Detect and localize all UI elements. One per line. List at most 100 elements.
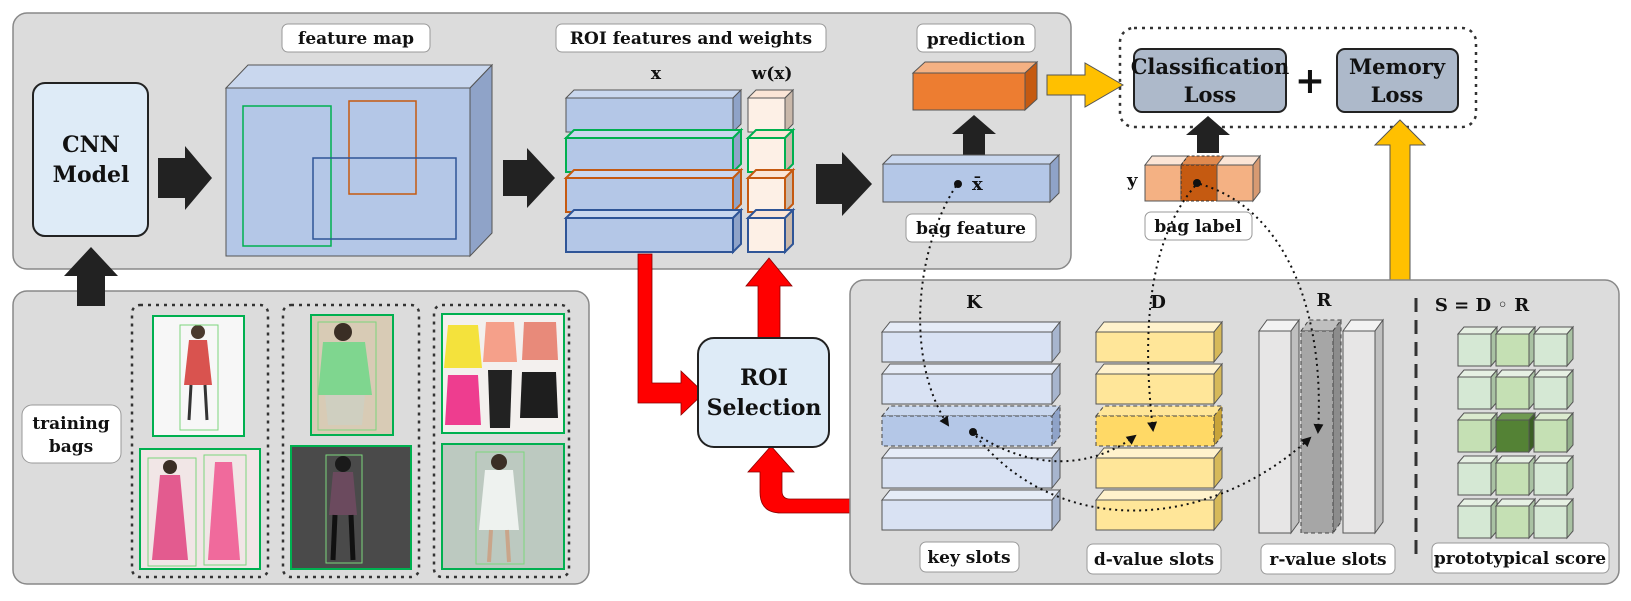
roi-selection-label-1: ROI	[740, 365, 788, 391]
figure-head	[334, 323, 352, 341]
yellow-jacket	[444, 325, 482, 368]
d-value-slots	[1094, 320, 1224, 532]
feature-map-front	[225, 87, 471, 257]
bag-label-block	[1143, 154, 1262, 203]
xbar-label: x̄	[972, 174, 983, 195]
memory-loss-label-2: Loss	[1371, 82, 1423, 107]
proto-cell	[1532, 497, 1575, 540]
pink-jacket	[445, 375, 481, 425]
feature-map-label-box	[281, 23, 431, 53]
roi-selection-box	[697, 337, 830, 448]
bag-feature-label: bag feature	[916, 219, 1026, 239]
proto-cell	[1494, 368, 1537, 411]
prediction-label: prediction	[927, 30, 1025, 50]
hanging-dress	[208, 462, 240, 560]
loss-dotted-frame	[1118, 26, 1478, 129]
s-formula: S = D ◦ R	[1435, 295, 1530, 316]
proto-cell	[1532, 325, 1575, 368]
proto-cell	[1494, 497, 1537, 540]
weight-cube-blue	[745, 207, 796, 255]
figure-head	[335, 456, 351, 472]
arrow-prediction-to-loss	[1046, 62, 1124, 108]
key-slot	[880, 446, 1062, 490]
memory-loss-box	[1336, 48, 1459, 113]
feature-map-side	[469, 63, 493, 258]
white-outfit-figure	[479, 470, 519, 530]
weight-cube-green	[745, 127, 796, 175]
bbox-overlay	[203, 454, 247, 566]
black-jacket	[520, 372, 558, 418]
bbox-overlay	[147, 457, 197, 567]
r-value-slots-label-box	[1260, 543, 1396, 575]
arrow-baglabel-to-loss	[1186, 116, 1230, 153]
arrow-memory-to-memoryloss	[1373, 119, 1427, 291]
r-value-slots	[1258, 318, 1384, 535]
proto-cell	[1456, 454, 1499, 497]
k-label: K	[966, 292, 983, 313]
key-slot	[880, 320, 1062, 364]
d-value-slots-label: d-value slots	[1094, 550, 1214, 570]
arrow-cnn-to-featuremap	[158, 146, 212, 210]
r-slot	[1342, 318, 1384, 535]
dotted-key-to-d	[975, 433, 1137, 463]
bbox-overlay	[317, 321, 377, 431]
roi-orange-box	[348, 100, 417, 195]
feature-map-top	[224, 64, 494, 89]
key-slots-label: key slots	[927, 548, 1010, 568]
d-slot-selected	[1094, 404, 1224, 448]
pink-dress-figure	[152, 475, 188, 560]
d-label: D	[1150, 292, 1166, 313]
prediction-label-box	[916, 23, 1036, 53]
roi-feature-bar-blue	[563, 207, 744, 255]
arrow-selection-to-weights	[745, 257, 793, 339]
r-slot	[1258, 318, 1300, 535]
proto-cell	[1456, 368, 1499, 411]
cnn-model-label-2: Model	[53, 162, 130, 188]
roi-green-box	[242, 105, 332, 247]
roi-feature-bar-green	[563, 127, 744, 175]
classification-loss-box	[1133, 48, 1287, 113]
proto-cell	[1456, 325, 1499, 368]
peach-jacket	[483, 322, 517, 362]
bag-feature-label-box	[905, 213, 1037, 243]
proto-cell	[1494, 325, 1537, 368]
training-bags-label-2: bags	[49, 437, 93, 457]
roi-feature-bar	[564, 88, 743, 134]
x-label: x	[651, 64, 662, 84]
prototypical-score-label-box	[1431, 542, 1610, 574]
proto-cell	[1456, 411, 1499, 454]
proto-cell	[1532, 368, 1575, 411]
arrow-roi-to-selection	[637, 253, 705, 416]
prediction-block	[911, 60, 1039, 112]
roi-selection-label-2: Selection	[707, 395, 822, 421]
roi-feature-bars	[563, 88, 744, 255]
classification-loss-label-1: Classification	[1131, 54, 1290, 79]
key-slot	[880, 488, 1062, 532]
classification-loss-label-2: Loss	[1184, 82, 1236, 107]
roi-features-label-box	[555, 23, 827, 53]
prototypical-score-grid	[1456, 325, 1575, 540]
d-slot	[1094, 320, 1224, 364]
shorts	[325, 395, 365, 425]
d-slot	[1094, 446, 1224, 490]
figure-head	[191, 325, 205, 339]
proto-cell	[1532, 411, 1575, 454]
roi-blue-box	[312, 157, 457, 240]
proto-cell	[1456, 497, 1499, 540]
salmon-jacket	[522, 322, 558, 360]
arrow-training-to-cnn	[64, 247, 118, 306]
arrow-roi-to-bagfeature	[816, 152, 872, 216]
arrow-bagfeature-to-prediction	[952, 115, 996, 155]
roi-features-label: ROI features and weights	[570, 29, 812, 49]
proto-cell	[1494, 454, 1537, 497]
feature-map-label: feature map	[298, 29, 414, 49]
proto-cell-highlight	[1494, 411, 1537, 454]
weight-cube-orange	[745, 167, 796, 215]
bag-label-label-box	[1144, 211, 1253, 241]
dotted-xbar-to-key	[919, 185, 957, 427]
plus-sign: +	[1295, 60, 1325, 102]
cnn-model-box	[32, 82, 149, 237]
bag-label-point	[1193, 179, 1201, 187]
